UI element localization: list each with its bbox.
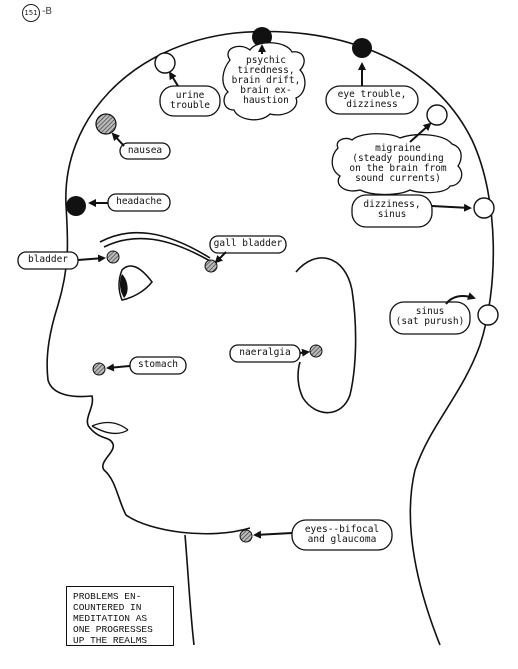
arrow-migraine — [409, 122, 432, 143]
crown-circle-open-2 — [426, 104, 448, 126]
eye-outline — [118, 265, 153, 301]
point-gall-bladder — [204, 259, 218, 273]
arrows — [77, 44, 476, 539]
bubble-naeralgia — [229, 344, 301, 363]
bubble-sinus — [389, 301, 471, 335]
label-bladder: bladder — [27, 254, 69, 265]
bubble-bladder — [17, 251, 79, 270]
arrow-dizziness — [431, 203, 472, 212]
point-bladder — [106, 250, 120, 264]
ear-outline — [295, 257, 357, 414]
arrow-stomach — [106, 363, 131, 372]
bubble-psychic — [222, 42, 306, 121]
eye-iris — [119, 274, 128, 298]
label-sinus: sinus (sat purush) — [395, 306, 465, 327]
label-eye-trouble: eye trouble, dizziness — [337, 89, 407, 110]
forehead-dot-headache — [66, 196, 86, 216]
label-psychic: psychic tiredness, brain drift, brain ex… — [231, 55, 301, 106]
crown-circle-hatched — [95, 113, 117, 135]
arrow-urine — [168, 71, 179, 87]
label-migraine: migraine (steady pounding on the brain f… — [349, 143, 447, 184]
arrow-nausea — [111, 132, 125, 147]
label-stomach: stomach — [137, 359, 179, 370]
back-circle-dizziness — [473, 197, 495, 219]
arrow-naeralgia — [299, 348, 310, 357]
lips-outline — [91, 421, 129, 435]
arrow-gall-bladder — [214, 251, 227, 264]
label-dizziness-sinus: dizziness, sinus — [363, 199, 421, 220]
bubble-dizziness-sinus — [351, 194, 433, 228]
label-urine: urine trouble — [169, 90, 211, 111]
point-naeralgia — [309, 344, 323, 358]
neck-front-outline — [184, 534, 195, 646]
label-headache: headache — [116, 196, 162, 207]
face-profile-outline — [46, 204, 251, 535]
back-circle-sinus — [477, 304, 499, 326]
crown-dot-1 — [252, 27, 272, 47]
bubble-nausea — [119, 142, 171, 160]
crown-circle-open-1 — [154, 52, 176, 74]
label-nausea: nausea — [127, 145, 163, 156]
label-gall-bladder: gall bladder — [213, 238, 283, 249]
crown-dot-2 — [352, 38, 372, 58]
bubble-urine — [159, 85, 221, 117]
head-back-outline — [65, 30, 495, 646]
bubble-eyes — [291, 519, 393, 551]
bubble-stomach — [129, 356, 187, 375]
label-naeralgia: naeralgia — [239, 347, 291, 358]
caption-box: PROBLEMS EN- COUNTERED IN MEDITATION AS … — [66, 586, 174, 646]
bubble-gall-bladder — [209, 235, 287, 254]
bubble-eye-trouble — [325, 85, 419, 115]
bubble-migraine — [331, 133, 463, 196]
eyebrow-outline — [99, 231, 211, 262]
point-stomach — [92, 362, 106, 376]
page-number: 151 — [22, 4, 40, 22]
point-eyes — [239, 529, 253, 543]
arrow-eyes — [253, 530, 293, 539]
label-eyes: eyes--bifocal and glaucoma — [304, 524, 380, 545]
page-number-suffix: -B — [42, 6, 53, 17]
arrow-sinus — [445, 292, 476, 305]
arrow-bladder — [77, 254, 106, 263]
